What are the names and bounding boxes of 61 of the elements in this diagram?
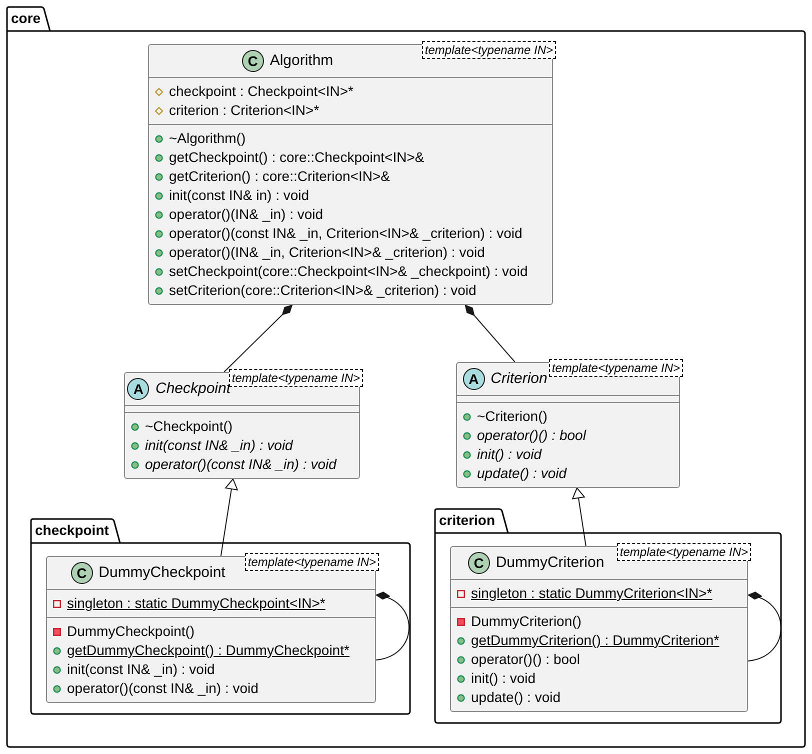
class-box bbox=[456, 362, 680, 488]
method-signature: operator()(const IN& _in) : void bbox=[145, 456, 336, 473]
method-signature: setCheckpoint(core::Checkpoint<IN>& _checkpoint) : void bbox=[169, 263, 528, 280]
package-frame bbox=[30, 518, 411, 715]
abstract-class-badge: A bbox=[462, 368, 485, 390]
class-name: Criterion bbox=[490, 370, 548, 388]
method-signature: getDummyCriterion() : DummyCriterion* bbox=[471, 632, 720, 649]
composition-line bbox=[464, 304, 516, 362]
class-badge: C bbox=[70, 562, 93, 584]
class-name: DummyCriterion bbox=[496, 554, 604, 572]
composition-line bbox=[376, 592, 410, 660]
method-signature: operator()() : bool bbox=[471, 651, 580, 668]
composition-line bbox=[224, 304, 293, 372]
method-signature: init() : void bbox=[471, 670, 536, 687]
method-signature: getDummyCheckpoint() : DummyCheckpoint* bbox=[67, 642, 350, 659]
method-signature: update() : void bbox=[477, 465, 566, 482]
class-name: Checkpoint bbox=[155, 380, 231, 398]
attribute-signature: checkpoint : Checkpoint<IN>* bbox=[169, 83, 354, 100]
inheritance-arrow bbox=[572, 488, 586, 546]
attribute-signature: singleton : static DummyCheckpoint<IN>* bbox=[67, 595, 326, 612]
method-signature: operator()(const IN& _in) : void bbox=[67, 680, 258, 697]
method-signature: ~Criterion() bbox=[477, 408, 548, 425]
class-box bbox=[46, 556, 376, 703]
method-signature: DummyCriterion() bbox=[471, 613, 582, 630]
template-parameter-label: template<typename IN> bbox=[548, 359, 683, 377]
package-name: core bbox=[11, 10, 41, 27]
method-signature: DummyCheckpoint() bbox=[67, 623, 195, 640]
class-name: DummyCheckpoint bbox=[98, 564, 226, 582]
method-signature: init() : void bbox=[477, 446, 542, 463]
package-frame bbox=[6, 6, 806, 748]
class-box bbox=[124, 372, 360, 479]
template-parameter-label: template<typename IN> bbox=[228, 369, 363, 387]
attribute-signature: criterion : Criterion<IN>* bbox=[169, 102, 320, 119]
template-parameter-label: template<typename IN> bbox=[616, 543, 751, 561]
package-name: criterion bbox=[439, 512, 496, 529]
class-badge: C bbox=[468, 552, 490, 574]
method-signature: init(const IN& _in) : void bbox=[145, 437, 293, 454]
template-parameter-label: template<typename IN> bbox=[422, 41, 556, 59]
method-signature: operator()(const IN& _in, Criterion<IN>& _criterion) : void bbox=[169, 225, 522, 242]
method-signature: operator()(IN& _in, Criterion<IN>& _criterion) : void bbox=[169, 244, 485, 261]
composition-line bbox=[748, 592, 782, 662]
method-signature: update() : void bbox=[471, 689, 560, 706]
method-signature: getCheckpoint() : core::Checkpoint<IN>& bbox=[169, 149, 424, 166]
inheritance-arrow bbox=[220, 478, 238, 556]
method-signature: init(const IN& in) : void bbox=[169, 187, 310, 204]
method-signature: ~Checkpoint() bbox=[145, 418, 233, 435]
class-box bbox=[450, 546, 748, 712]
method-signature: setCriterion(core::Criterion<IN>& _criterion) : void bbox=[169, 282, 476, 299]
method-signature: operator()(IN& _in) : void bbox=[169, 206, 324, 223]
method-signature: init(const IN& _in) : void bbox=[67, 661, 215, 678]
method-signature: ~Algorithm() bbox=[169, 130, 246, 147]
method-signature: getCriterion() : core::Criterion<IN>& bbox=[169, 168, 390, 185]
attribute-signature: singleton : static DummyCriterion<IN>* bbox=[471, 585, 712, 602]
package-name: checkpoint bbox=[35, 522, 109, 539]
method-signature: operator()() : bool bbox=[477, 427, 586, 444]
template-parameter-label: template<typename IN> bbox=[244, 553, 379, 571]
class-name: Algorithm bbox=[270, 52, 334, 70]
package-frame bbox=[434, 508, 782, 724]
class-box bbox=[148, 44, 553, 305]
abstract-class-badge: A bbox=[127, 378, 150, 400]
class-badge: C bbox=[242, 50, 264, 72]
